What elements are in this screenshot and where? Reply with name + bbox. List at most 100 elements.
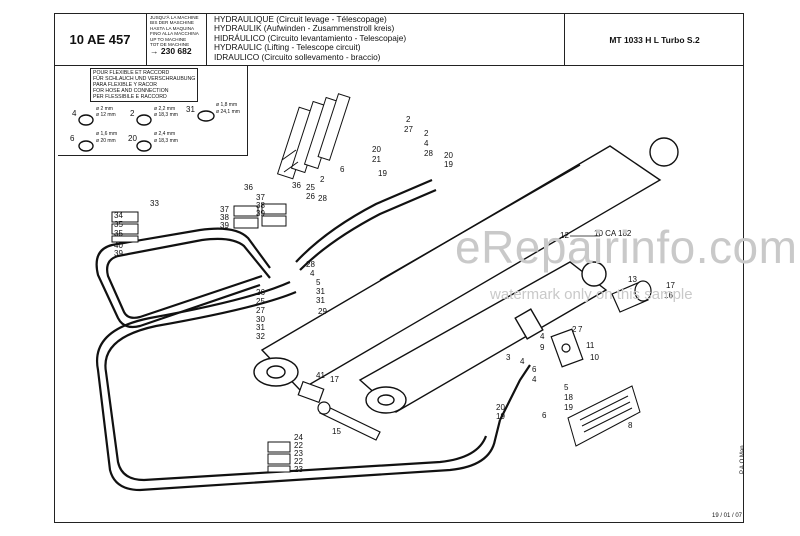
svg-text:33: 33	[150, 199, 159, 208]
svg-text:36: 36	[292, 181, 301, 190]
svg-text:31: 31	[316, 287, 325, 296]
svg-text:39: 39	[220, 221, 229, 230]
svg-text:20: 20	[444, 151, 453, 160]
svg-text:21: 21	[372, 155, 381, 164]
clamp-stack-bottom	[267, 441, 291, 473]
svg-text:20: 20	[372, 145, 381, 154]
watermark-note: watermark only on this sample	[490, 286, 693, 303]
svg-text:31: 31	[186, 105, 195, 114]
svg-text:10 CA 182: 10 CA 182	[594, 229, 632, 238]
svg-text:19: 19	[564, 403, 573, 412]
svg-text:ø 2,4 mm: ø 2,4 mm	[154, 131, 175, 137]
svg-text:6: 6	[340, 165, 345, 174]
svg-text:31: 31	[316, 296, 325, 305]
control-valve-block	[276, 93, 351, 180]
svg-text:2: 2	[572, 325, 577, 334]
svg-text:31: 31	[256, 323, 265, 332]
telescope-cylinder	[358, 261, 608, 414]
svg-text:2: 2	[320, 175, 325, 184]
clamp-stack-left	[111, 211, 139, 243]
svg-text:29: 29	[318, 307, 327, 316]
svg-text:ø 24,1 mm: ø 24,1 mm	[216, 109, 240, 115]
svg-text:39: 39	[114, 249, 123, 258]
title-fr: HYDRAULIQUE (Circuit levage - Télescopag…	[214, 14, 387, 24]
issue-date: 19 / 01 / 07	[712, 513, 743, 519]
legend-header: POUR FLEXIBLE ET RACCORD FÜR SCHLAUCH UN…	[90, 68, 199, 102]
svg-text:25: 25	[306, 183, 315, 192]
svg-text:ø 2,2 mm: ø 2,2 mm	[154, 106, 175, 112]
svg-text:5: 5	[316, 278, 321, 287]
svg-text:22: 22	[294, 457, 303, 466]
svg-text:41: 41	[316, 371, 325, 380]
watermark-brand: eRepairinfo.com	[455, 221, 798, 273]
warning-plate	[567, 385, 641, 447]
reference-numbers: 2 27 2 4 28 20 21 19 20 19 6 2 25 26 28 …	[114, 115, 675, 474]
svg-text:4: 4	[540, 332, 545, 341]
svg-text:4: 4	[532, 375, 537, 384]
svg-text:ø 1,6 mm: ø 1,6 mm	[96, 131, 117, 137]
validity-line: TOT DE MACHINE	[150, 42, 190, 48]
svg-text:39: 39	[256, 209, 265, 218]
svg-text:ø 2 mm: ø 2 mm	[96, 106, 113, 112]
svg-text:38: 38	[220, 213, 229, 222]
svg-text:19: 19	[444, 160, 453, 169]
svg-text:27: 27	[404, 125, 413, 134]
pao-stamp: P.A.O Man	[740, 445, 746, 474]
svg-text:27: 27	[256, 306, 265, 315]
svg-text:16: 16	[664, 291, 673, 300]
pin-13	[611, 280, 652, 313]
svg-text:25: 25	[256, 297, 265, 306]
svg-text:6: 6	[70, 134, 75, 143]
legend-clamp-31: 31 ø 1,8 mm ø 24,1 mm	[186, 102, 240, 122]
title-en: HYDRAULIC (Lifting - Telescope circuit)	[214, 42, 361, 53]
title-block: 10 AE 457 JUSQU'À LA MACHINE BIS DER MAS…	[54, 13, 744, 66]
svg-text:6: 6	[542, 411, 547, 420]
title-de: HYDRAULIK (Aufwinden - Zusammenstroll kr…	[214, 23, 395, 34]
svg-text:37: 37	[220, 205, 229, 214]
svg-text:15: 15	[332, 427, 341, 436]
svg-text:20: 20	[128, 134, 137, 143]
svg-text:24: 24	[294, 433, 303, 442]
svg-text:4: 4	[72, 109, 77, 118]
svg-text:9: 9	[540, 343, 545, 352]
serial-number: → 230 682	[150, 46, 192, 57]
svg-text:36: 36	[244, 183, 253, 192]
svg-text:3: 3	[506, 353, 511, 362]
validity-line: JUSQU'À LA MACHINE	[150, 15, 199, 20]
svg-text:28: 28	[318, 194, 327, 203]
svg-text:ø 18,3 mm: ø 18,3 mm	[154, 138, 178, 144]
svg-text:6: 6	[532, 365, 537, 374]
svg-text:2: 2	[406, 115, 411, 124]
legend-clamp-20: 20 ø 2,4 mm ø 18,3 mm	[128, 131, 178, 152]
title-it: IDRAULICO (Circuito sollevamento - bracc…	[214, 51, 381, 62]
svg-text:10: 10	[590, 353, 599, 362]
svg-text:11: 11	[586, 341, 595, 350]
page-code: 10 AE 457	[54, 13, 147, 66]
svg-text:19: 19	[496, 412, 505, 421]
svg-text:18: 18	[564, 393, 573, 402]
svg-text:20: 20	[496, 403, 505, 412]
svg-text:12: 12	[560, 231, 569, 240]
svg-text:2: 2	[130, 109, 135, 118]
svg-text:32: 32	[256, 332, 265, 341]
svg-text:22: 22	[294, 441, 303, 450]
svg-text:23: 23	[294, 449, 303, 458]
svg-text:35: 35	[114, 220, 123, 229]
legend-clamp-2: 2 ø 2,2 mm ø 18,3 mm	[130, 106, 178, 126]
drawing-frame	[54, 13, 744, 523]
pivot-pin	[297, 380, 381, 441]
svg-text:8: 8	[628, 421, 633, 430]
svg-text:17: 17	[666, 281, 675, 290]
svg-text:ø 12 mm: ø 12 mm	[96, 112, 116, 118]
svg-text:28: 28	[306, 260, 315, 269]
legend-clamp-6: 6 ø 1,6 mm ø 20 mm	[70, 131, 117, 152]
legend-clamp-4: 4 ø 2 mm ø 12 mm	[72, 106, 116, 126]
svg-text:13: 13	[628, 275, 637, 284]
svg-text:5: 5	[564, 383, 569, 392]
svg-text:26: 26	[256, 288, 265, 297]
validity-box: JUSQU'À LA MACHINE BIS DER MASCHINE HAST…	[147, 13, 207, 66]
clamp-stack-mid	[233, 203, 287, 229]
svg-text:ø 1,8 mm: ø 1,8 mm	[216, 102, 237, 108]
svg-text:ø 18,3 mm: ø 18,3 mm	[154, 112, 178, 118]
validity-line: UP TO MACHINE	[150, 36, 187, 42]
